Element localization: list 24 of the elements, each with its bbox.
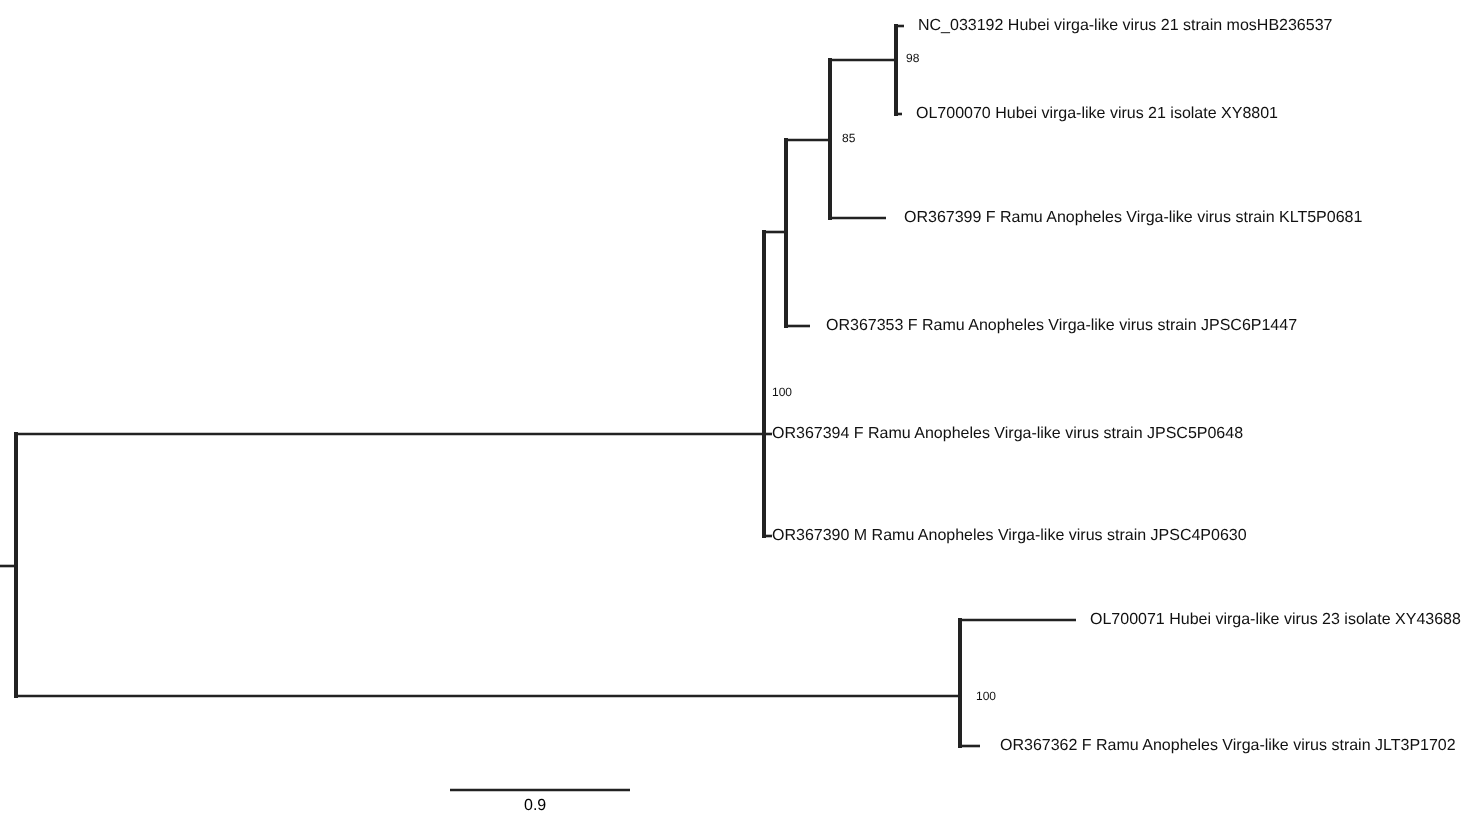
taxon-label: OR367362 F Ramu Anopheles Virga-like virus strain JLT3P1702 [980,736,1456,756]
branch-node-line [894,24,898,116]
taxon-label: OR367390 M Ramu Anopheles Virga-like virus strain JPSC4P0630 [772,526,1247,546]
taxon-label: NC_033192 Hubei virga-like virus 21 strain mosHB236537 [904,16,1333,36]
taxon-label: OR367394 F Ramu Anopheles Virga-like virus strain JPSC5P0648 [772,424,1244,444]
tree-branch [830,58,896,62]
taxon-label: OL700070 Hubei virga-like virus 21 isolate XY8801 [902,104,1278,124]
taxon-label: OR367399 F Ramu Anopheles Virga-like virus strain KLT5P0681 [886,208,1363,228]
tree-branch [16,694,960,698]
tree-branch [960,618,1076,622]
taxon-label: OR367353 F Ramu Anopheles Virga-like virus strain JPSC6P1447 [810,316,1298,336]
branch-node-line [14,432,18,698]
branch-node-line [784,138,788,328]
scale-label: 0.9 [524,796,547,816]
tree-branch [960,744,980,748]
tree-branch [16,432,764,436]
branch-node-line [958,618,962,748]
tree-branch [786,324,810,328]
taxon-label: OL700071 Hubei virga-like virus 23 isolate XY43688 [1076,610,1461,630]
branch-node-line [762,230,766,538]
branch-node-line [828,58,832,220]
tree-branch [786,138,830,142]
tree-branch [830,216,886,220]
tree-branch [764,230,786,234]
